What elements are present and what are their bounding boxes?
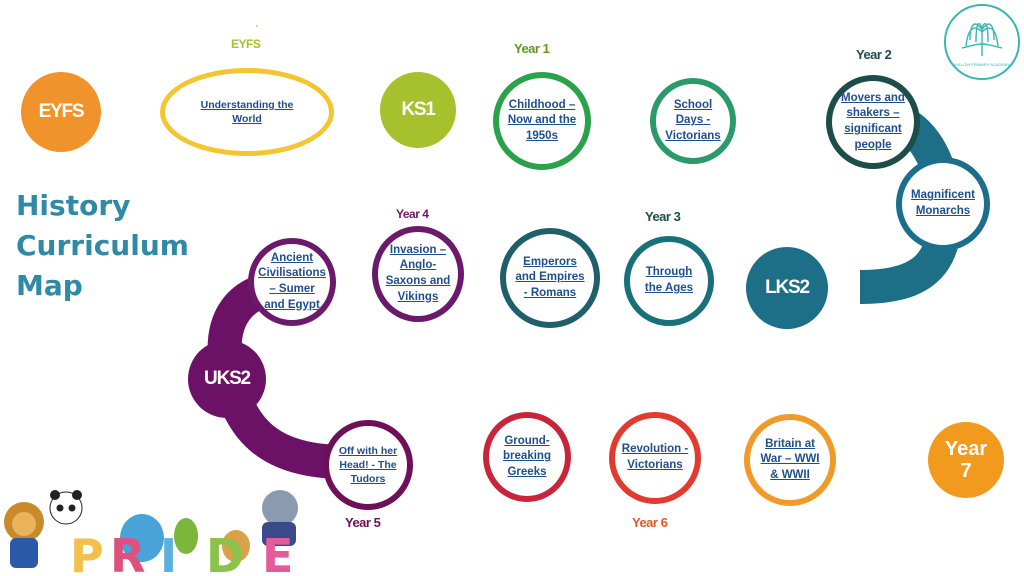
year-label-eyfs: EYFS (231, 37, 261, 51)
topic-school-days[interactable]: School Days - Victorians (650, 78, 736, 164)
pride-mascots: P R I D E (4, 490, 298, 576)
topic-understanding-world[interactable]: Understanding the World (160, 68, 334, 156)
topic-movers-shakers[interactable]: Movers and shakers – significant people (826, 75, 920, 169)
elephant-mascot (262, 490, 298, 546)
pride-letter-p: P (70, 529, 104, 576)
topic-understanding-world-label[interactable]: Understanding the World (200, 98, 294, 125)
topic-off-with-her-head-label[interactable]: Off with her Head! - The Tudors (338, 444, 398, 486)
uks2-stage-label: UKS2 (204, 368, 251, 389)
topic-off-with-her-head[interactable]: Off with her Head! - The Tudors (323, 420, 413, 510)
topic-invasion[interactable]: Invasion – Anglo-Saxons and Vikings (372, 226, 464, 322)
year7-stage: Year 7 (928, 422, 1004, 498)
topic-emperors-empires[interactable]: Emperors and Empires - Romans (500, 228, 600, 328)
topic-magnificent-monarchs[interactable]: Magnificent Monarchs (896, 157, 990, 251)
lks2-stage: LKS2 (746, 247, 828, 329)
topic-school-days-label[interactable]: School Days - Victorians (665, 98, 721, 142)
lks2-stage-label: LKS2 (765, 277, 810, 298)
year-label-year4: Year 4 (396, 207, 429, 221)
school-logo: WILLOW PRIMARY ACADEMY (944, 4, 1020, 80)
dog-mascot (222, 530, 250, 562)
gecko-mascot (174, 518, 198, 554)
year-label-eyfs-mark: ' (256, 24, 258, 33)
topic-britain-at-war-label[interactable]: Britain at War – WWI & WWII (760, 437, 820, 481)
rhino-mascot (120, 514, 164, 562)
topic-through-the-ages-label[interactable]: Through the Ages (644, 266, 694, 294)
pride-letter-r: R (110, 529, 145, 576)
year-label-year3: Year 3 (645, 209, 681, 224)
topic-through-the-ages[interactable]: Through the Ages (624, 236, 714, 326)
lion-mascot (4, 502, 44, 568)
title-line-2: Curriculum (16, 229, 189, 262)
ks1-stage: KS1 (380, 72, 456, 148)
topic-childhood-label[interactable]: Childhood – Now and the 1950s (507, 98, 577, 142)
topic-ancient-civilisations-label[interactable]: Ancient Civilisations – Sumer and Egypt (258, 251, 326, 311)
year-label-year6: Year 6 (632, 515, 668, 530)
ks1-stage-label: KS1 (401, 99, 436, 120)
topic-magnificent-monarchs-label[interactable]: Magnificent Monarchs (911, 189, 975, 217)
title-line-3: Map (16, 269, 83, 302)
pride-letter-i: I (160, 529, 177, 576)
willow-tree-icon (961, 22, 1003, 56)
year-label-year2: Year 2 (856, 47, 892, 62)
topic-revolution[interactable]: Revolution - Victorians (609, 412, 701, 504)
year-label-year5: Year 5 (345, 515, 381, 530)
logo-text: WILLOW PRIMARY ACADEMY (953, 62, 1011, 67)
topic-movers-shakers-label[interactable]: Movers and shakers – significant people (841, 91, 905, 151)
topic-ground-breaking-label[interactable]: Ground-breaking Greeks (503, 434, 551, 478)
year-label-year1: Year 1 (514, 41, 550, 56)
topic-childhood[interactable]: Childhood – Now and the 1950s (493, 72, 591, 170)
year7-line1: Year (944, 438, 988, 460)
eyfs-stage: EYFS (21, 72, 101, 152)
topic-britain-at-war[interactable]: Britain at War – WWI & WWII (744, 414, 836, 506)
year7-line2: 7 (960, 460, 972, 482)
eyfs-stage-label: EYFS (38, 101, 85, 122)
topic-invasion-label[interactable]: Invasion – Anglo-Saxons and Vikings (385, 243, 451, 303)
title-line-1: History (16, 189, 131, 222)
page-title: History Curriculum Map (16, 186, 216, 306)
pride-letter-e: E (262, 529, 293, 576)
panda-mascot (49, 490, 83, 525)
topic-ancient-civilisations[interactable]: Ancient Civilisations – Sumer and Egypt (248, 238, 336, 326)
topic-revolution-label[interactable]: Revolution - Victorians (621, 443, 689, 471)
topic-emperors-empires-label[interactable]: Emperors and Empires - Romans (515, 255, 585, 299)
uks2-stage: UKS2 (188, 340, 266, 418)
topic-ground-breaking[interactable]: Ground-breaking Greeks (483, 412, 571, 502)
pride-letter-d: D (206, 529, 244, 576)
